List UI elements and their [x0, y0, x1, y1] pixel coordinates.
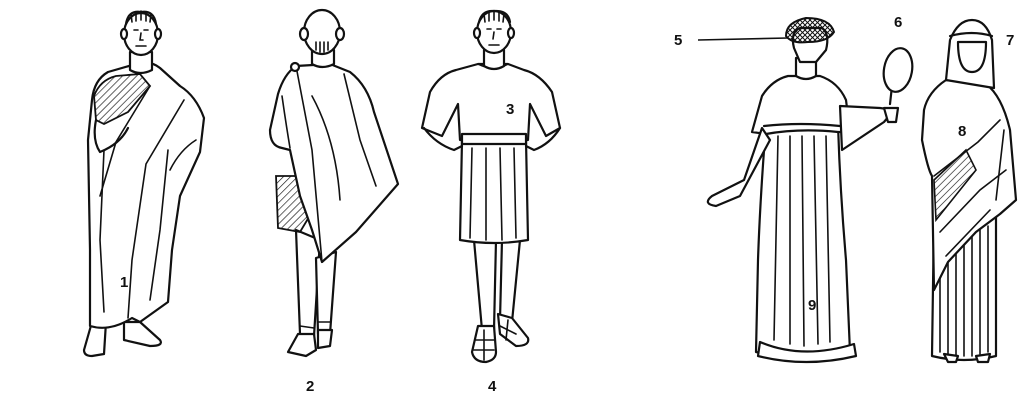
label-7: 7: [1006, 32, 1014, 49]
label-6: 6: [894, 14, 902, 31]
label-8: 8: [958, 123, 966, 140]
label-9: 9: [808, 297, 816, 314]
label-3: 3: [506, 101, 514, 118]
veiled-woman-in-palla-icon: [922, 20, 1016, 362]
label-2: 2: [306, 378, 314, 395]
man-in-toga-front-icon: [84, 11, 204, 356]
label-5: 5: [674, 32, 682, 49]
man-in-cloak-back-icon: [270, 10, 398, 356]
label-1: 1: [120, 274, 128, 291]
label-4: 4: [488, 378, 497, 395]
man-in-tunic-icon: [422, 11, 560, 362]
woman-with-mirror-icon: [698, 18, 916, 362]
